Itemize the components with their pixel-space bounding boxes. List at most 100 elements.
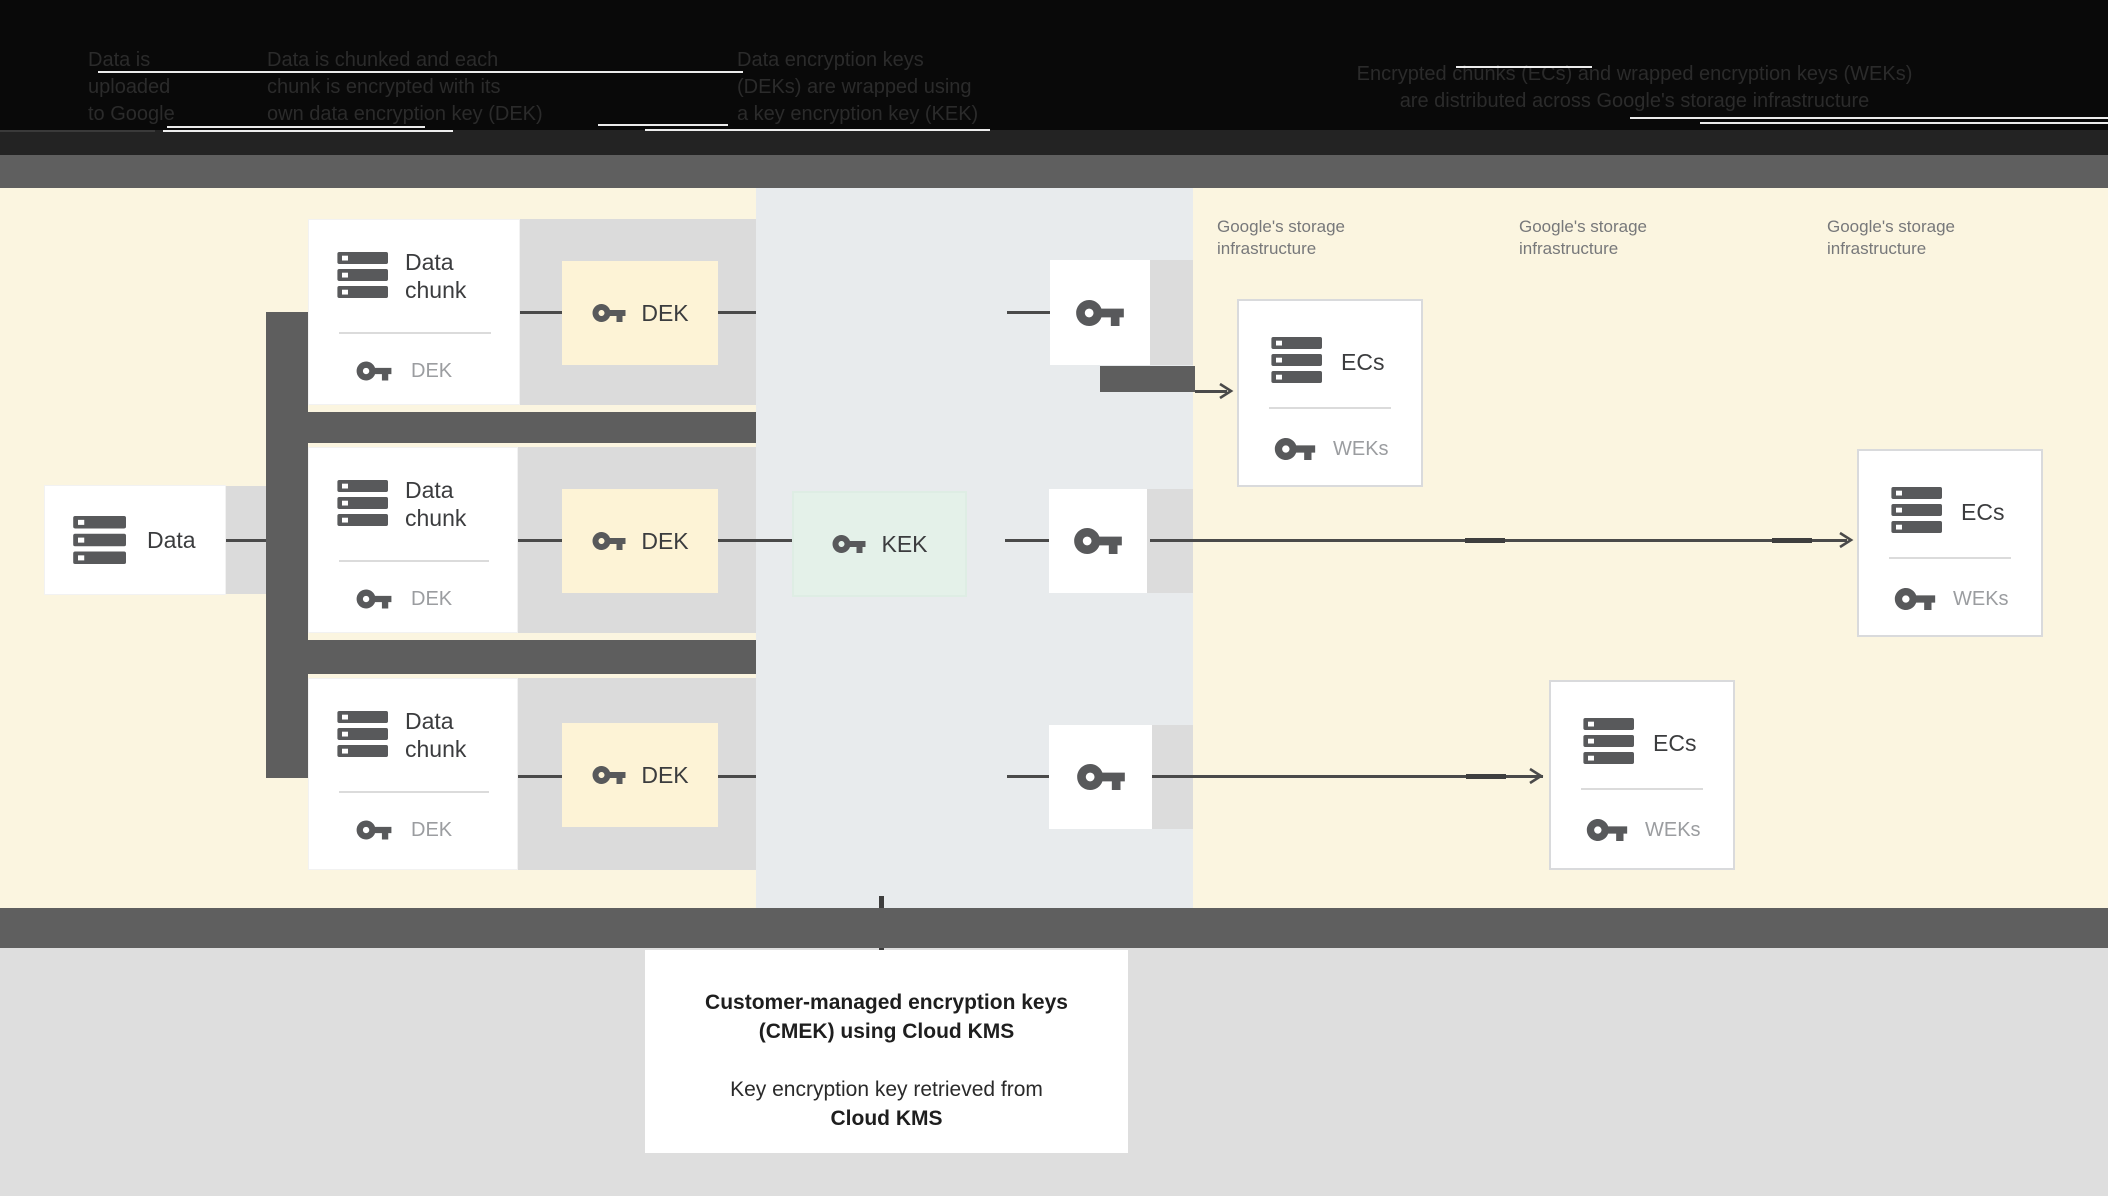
header-step-2-line: chunk is encrypted with its (267, 76, 501, 98)
header-rule-fragment (1700, 122, 2108, 124)
storage-icon (337, 711, 388, 757)
caption-spacer (645, 1046, 1128, 1075)
wrapping-key-card-2 (1049, 489, 1147, 593)
header-step-2-line: own data encryption key (DEK) (267, 103, 543, 125)
data-chunk-card-1: Data chunk DEK (308, 219, 520, 405)
dek-box-label: DEK (641, 527, 689, 554)
dek-box-label: DEK (641, 299, 689, 326)
connector-chunk3-dek3 (518, 775, 563, 778)
storage-icon (1891, 487, 1942, 533)
key-icon (592, 532, 626, 550)
ecs-title: ECs (1961, 499, 2005, 525)
key-icon (356, 589, 392, 609)
storage-label-line: infrastructure (1827, 239, 1927, 258)
top-header-band (0, 0, 2108, 155)
connector-dek1-out (718, 311, 756, 314)
weks-row: WEKs (1273, 427, 1389, 471)
chunk-dek-row: DEK (355, 811, 452, 849)
arrow-splice-mark (1772, 538, 1812, 543)
storage-label-line: infrastructure (1519, 239, 1619, 258)
wrapping-key-card-1 (1050, 260, 1150, 365)
chunk-dek-row: DEK (355, 352, 452, 390)
key-icon (1076, 299, 1124, 326)
connector-dek2-kek (718, 539, 792, 542)
key-icon (832, 535, 866, 553)
header-step-4-line: Encrypted chunks (ECs) and wrapped encry… (1356, 63, 1913, 85)
key-icon (1076, 764, 1125, 790)
header-step-3-line: (DEKs) are wrapped using (737, 76, 972, 98)
connector-chunk1-dek1 (518, 311, 563, 314)
header-step-3-line: Data encryption keys (737, 49, 924, 71)
storage-icon (337, 252, 388, 298)
card-divider (1581, 788, 1703, 790)
data-chunk-title: Data chunk (405, 477, 467, 531)
header-step-2: Data is chunked and each chunk is encryp… (267, 47, 543, 128)
encrypted-chunks-card-3: ECs WEKs (1857, 449, 2043, 637)
wrapped-key1-pipe (1100, 366, 1195, 392)
connector-key3-in (1007, 775, 1049, 778)
chunk-dek-label: DEK (411, 818, 453, 841)
header-rule-fragment (98, 71, 743, 73)
caption-body-line: Cloud KMS (830, 1107, 943, 1130)
dek-box-3: DEK (562, 723, 718, 827)
header-rule-fragment (0, 130, 155, 132)
caption-heading-line: Customer-managed encryption keys (705, 991, 1068, 1014)
key-icon (1894, 588, 1936, 610)
header-step-1-line: Data is (88, 49, 151, 71)
storage-icon (337, 480, 388, 526)
caption-body-line: Key encryption key retrieved from (730, 1078, 1043, 1101)
storage-icon (73, 516, 126, 564)
header-rule-fragment (645, 129, 990, 131)
ecs-title: ECs (1653, 730, 1697, 756)
data-card: Data (44, 485, 226, 595)
storage-infrastructure-label-2: Google's storage infrastructure (1519, 216, 1647, 260)
caption-heading-line: (CMEK) using Cloud KMS (758, 1020, 1015, 1043)
lower-gray-band (0, 908, 2108, 948)
weks-label: WEKs (1953, 587, 2009, 610)
header-rule-fragment (1456, 66, 1592, 68)
chunk-split-pipe-2 (266, 640, 756, 674)
card-divider (339, 332, 491, 334)
data-chunk-title: Data chunk (405, 708, 467, 762)
arrow-key1-ecs1 (1195, 390, 1227, 393)
weks-row: WEKs (1585, 808, 1701, 852)
storage-label-line: Google's storage (1217, 217, 1345, 236)
dek-box-1: DEK (562, 261, 718, 365)
header-step-1-line: to Google (88, 103, 175, 125)
data-card-label: Data (147, 526, 196, 553)
storage-infrastructure-label-1: Google's storage infrastructure (1217, 216, 1345, 260)
key-icon (592, 304, 626, 322)
header-step-2-line: Data is chunked and each (267, 49, 499, 71)
key-icon (1274, 438, 1316, 460)
card-divider (339, 791, 489, 793)
key-icon (356, 361, 392, 381)
storage-icon (1583, 718, 1634, 764)
connector-dek3-out (718, 775, 756, 778)
header-step-1: Data is uploaded to Google (88, 47, 175, 128)
arrowhead-ecs3 (1838, 531, 1853, 549)
key-icon (1586, 819, 1628, 841)
arrow-splice-mark (1466, 774, 1506, 779)
header-step-3: Data encryption keys (DEKs) are wrapped … (737, 47, 978, 128)
chunk-dek-label: DEK (411, 587, 453, 610)
storage-label-line: Google's storage (1827, 217, 1955, 236)
key-icon (1074, 528, 1122, 554)
connector-chunk2-dek2 (518, 539, 563, 542)
header-rule-fragment (1630, 117, 2108, 119)
connector-key1-in (1007, 311, 1050, 314)
kek-caption-connector (879, 896, 884, 908)
kek-box: KEK (792, 491, 967, 597)
card-divider (1269, 407, 1391, 409)
cmek-caption-box: Customer-managed encryption keys (CMEK) … (645, 950, 1128, 1153)
storage-label-line: Google's storage (1519, 217, 1647, 236)
card-divider (1889, 557, 2011, 559)
key-icon (356, 820, 392, 840)
header-rule-fragment (598, 124, 728, 126)
header-step-4-line: are distributed across Google's storage … (1399, 90, 1870, 112)
key-icon (592, 766, 626, 784)
dek-box-2: DEK (562, 489, 718, 593)
weks-label: WEKs (1645, 818, 1701, 841)
header-step-3-line: a key encryption key (KEK) (737, 103, 979, 125)
card-divider (339, 560, 489, 562)
